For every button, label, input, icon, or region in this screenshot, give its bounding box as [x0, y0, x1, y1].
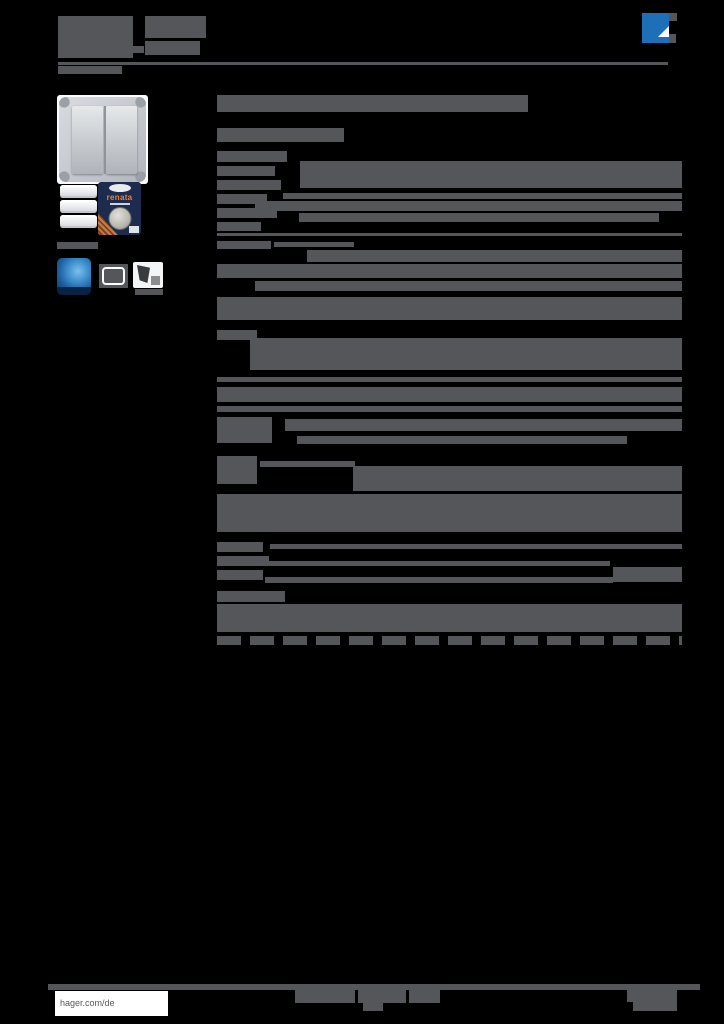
spec-label-bar	[217, 222, 261, 231]
switch-rocker-gap	[104, 106, 106, 174]
logo-text-bar	[669, 34, 676, 43]
spec-label-bar	[217, 417, 272, 443]
spec-value-bar	[265, 577, 613, 583]
coin-cell-battery	[108, 207, 131, 230]
battery-pack-photo: renata	[98, 182, 141, 235]
spec-value-bar	[265, 561, 610, 566]
mounting-parts-photo	[60, 185, 97, 233]
logo-fold-icon	[658, 26, 669, 37]
footer-website-text[interactable]: hager.com/de	[60, 998, 115, 1008]
row-divider	[217, 233, 682, 236]
spec-value-bar	[283, 193, 682, 199]
footer-center-bar	[295, 990, 355, 1003]
hager-logo	[642, 13, 669, 43]
spec-label-bar	[217, 556, 269, 566]
logo-text-bar	[668, 13, 677, 21]
footer-page-bar	[627, 988, 677, 1002]
footnote-block	[217, 604, 682, 632]
spec-label-bar	[217, 151, 287, 162]
footer-website-box[interactable]: hager.com/de	[55, 991, 168, 1016]
feature-logo-frame-outline	[102, 267, 125, 285]
logo-tab	[660, 37, 669, 43]
spec-label-bar	[217, 542, 263, 552]
battery-brand-text: renata	[106, 193, 133, 202]
footnote-line	[217, 636, 682, 645]
footer-center-bar	[358, 990, 406, 1003]
battery-subline	[109, 203, 130, 205]
doc-subtitle-dash	[133, 46, 144, 53]
mounting-part	[60, 215, 97, 228]
footer-center-bar	[363, 1003, 383, 1011]
header-sub-bar	[58, 66, 122, 74]
mounting-part	[60, 200, 97, 213]
spec-label-bar	[217, 330, 257, 340]
spec-label-bar	[217, 166, 275, 176]
battery-maker-logo	[108, 184, 131, 192]
spec-value-bar	[260, 461, 355, 467]
spec-value-bar	[250, 338, 682, 370]
battery-label-box	[129, 226, 139, 233]
spec-value-bar	[270, 544, 682, 549]
header-divider	[58, 62, 668, 65]
product-photo	[57, 95, 148, 184]
switch-rocker-right	[106, 106, 137, 174]
spec-label-bar	[217, 570, 263, 580]
spec-label-bar	[217, 456, 257, 484]
doc-title-word	[145, 16, 206, 38]
footer-divider	[48, 984, 700, 990]
feature-logo-glyph-square	[151, 276, 160, 285]
spec-value-bar	[297, 436, 627, 444]
footer-page-bar	[633, 1002, 677, 1011]
spec-label-bar	[217, 208, 277, 218]
footer-center-bar	[409, 990, 440, 1003]
mounting-part	[60, 185, 97, 198]
spec-value-bar	[274, 242, 354, 247]
doc-subtitle-word	[145, 41, 200, 55]
spec-value-bar	[613, 567, 682, 582]
spec-value-bar	[285, 419, 682, 431]
feature-logo-glyph	[133, 262, 163, 288]
sidebar-section-label	[57, 242, 98, 249]
doc-title-block	[58, 16, 133, 58]
feature-logo-glyph-mark	[137, 265, 150, 283]
spec-value-bar	[217, 264, 682, 278]
spec-value-bar	[217, 297, 682, 320]
spec-value-bar	[353, 466, 682, 491]
spec-value-bar	[217, 387, 682, 402]
spec-value-bar	[255, 201, 682, 211]
spec-value-bar	[255, 281, 682, 291]
feature-logo-blue	[57, 258, 91, 295]
spec-value-bar	[217, 494, 682, 532]
spec-label-bar	[217, 241, 271, 249]
product-title-bar	[217, 95, 528, 112]
spec-label-bar	[217, 591, 285, 602]
spec-value-bar	[300, 161, 682, 188]
spec-value-bar	[299, 213, 659, 222]
logo-caption-bar	[135, 289, 163, 295]
switch-rocker-left	[72, 106, 103, 174]
product-subtitle-bar	[217, 128, 344, 142]
row-divider	[217, 377, 682, 382]
spec-value-bar	[307, 250, 682, 262]
feature-logo-frame	[99, 264, 128, 288]
spec-label-bar	[217, 194, 267, 204]
spec-label-bar	[217, 180, 281, 190]
switch-plate	[59, 97, 146, 182]
spec-value-bar	[217, 406, 682, 412]
